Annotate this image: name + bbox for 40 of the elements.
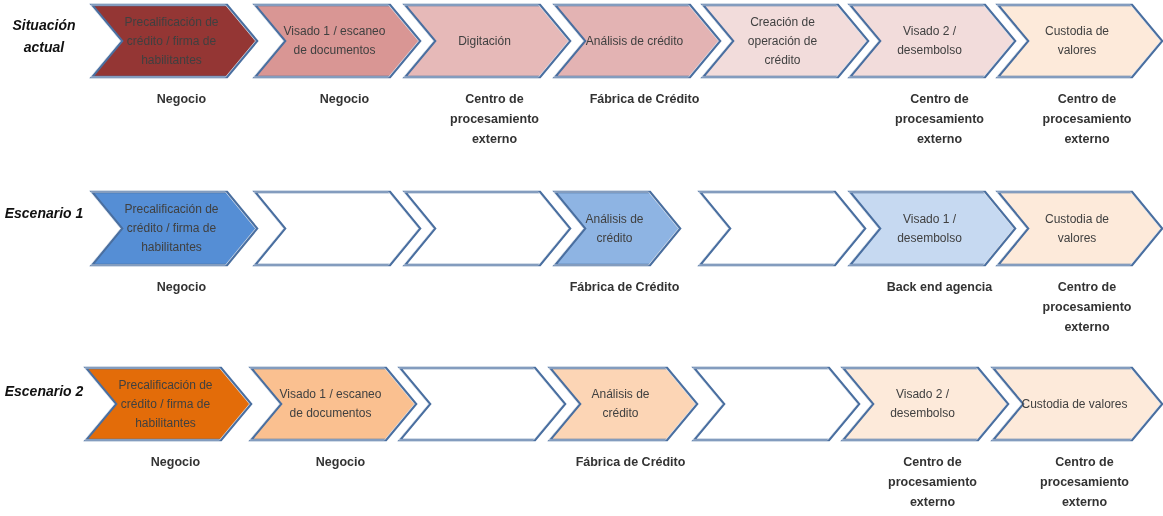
department-label: Centro de procesamiento externo xyxy=(1039,454,1130,511)
step-label: Análisis de crédito xyxy=(585,32,684,50)
step-label: Precalificación de crédito / firma de habilitantes xyxy=(123,13,220,69)
process-step-shape xyxy=(405,192,570,265)
step-label: Custodia de valores xyxy=(1021,395,1128,413)
department-label: Fábrica de Crédito xyxy=(574,454,687,471)
step-label: Análisis de crédito xyxy=(590,386,651,422)
step-label: Análisis de crédito xyxy=(584,210,645,247)
department-label: Negocio xyxy=(155,91,208,108)
step-label: Creación de operación de crédito xyxy=(746,13,819,69)
row-label: Escenario 2 xyxy=(4,382,84,401)
step-label: Digitación xyxy=(458,32,511,50)
step-label: Visado 2 / desembolso xyxy=(896,23,963,59)
department-label: Negocio xyxy=(149,454,202,471)
step-label: Precalificación de crédito / firma de habilitantes xyxy=(123,201,220,256)
row-label: Situación actual xyxy=(11,16,77,57)
department-label: Centro de procesamiento externo xyxy=(887,454,978,511)
process-step-shape xyxy=(400,368,565,440)
department-label: Fábrica de Crédito xyxy=(568,279,681,296)
step-label: Visado 1 / escaneo de documentos xyxy=(279,386,382,422)
process-step-shape xyxy=(700,192,865,265)
process-step-shape xyxy=(694,368,859,440)
department-label: Fábrica de Crédito xyxy=(588,91,701,108)
process-step-shape xyxy=(255,192,420,265)
row-label: Escenario 1 xyxy=(4,204,84,223)
department-label: Negocio xyxy=(314,454,367,471)
process-step-shape xyxy=(703,5,868,77)
department-label: Negocio xyxy=(155,279,208,296)
step-label: Visado 2 / desembolso xyxy=(889,386,956,422)
step-label: Custodia de valores xyxy=(1043,23,1110,59)
department-label: Negocio xyxy=(318,91,371,108)
department-label: Centro de procesamiento externo xyxy=(1041,279,1133,336)
department-label: Centro de procesamiento externo xyxy=(449,91,540,148)
department-label: Centro de procesamiento externo xyxy=(1041,91,1133,148)
step-label: Precalificación de crédito / firma de habilitantes xyxy=(117,376,214,432)
step-label: Visado 1 / escaneo de documentos xyxy=(283,23,386,59)
department-label: Centro de procesamiento externo xyxy=(894,91,985,148)
step-label: Visado 1 / desembolso xyxy=(896,210,963,247)
step-label: Custodia de valores xyxy=(1043,210,1110,247)
department-label: Back end agencia xyxy=(885,279,994,296)
